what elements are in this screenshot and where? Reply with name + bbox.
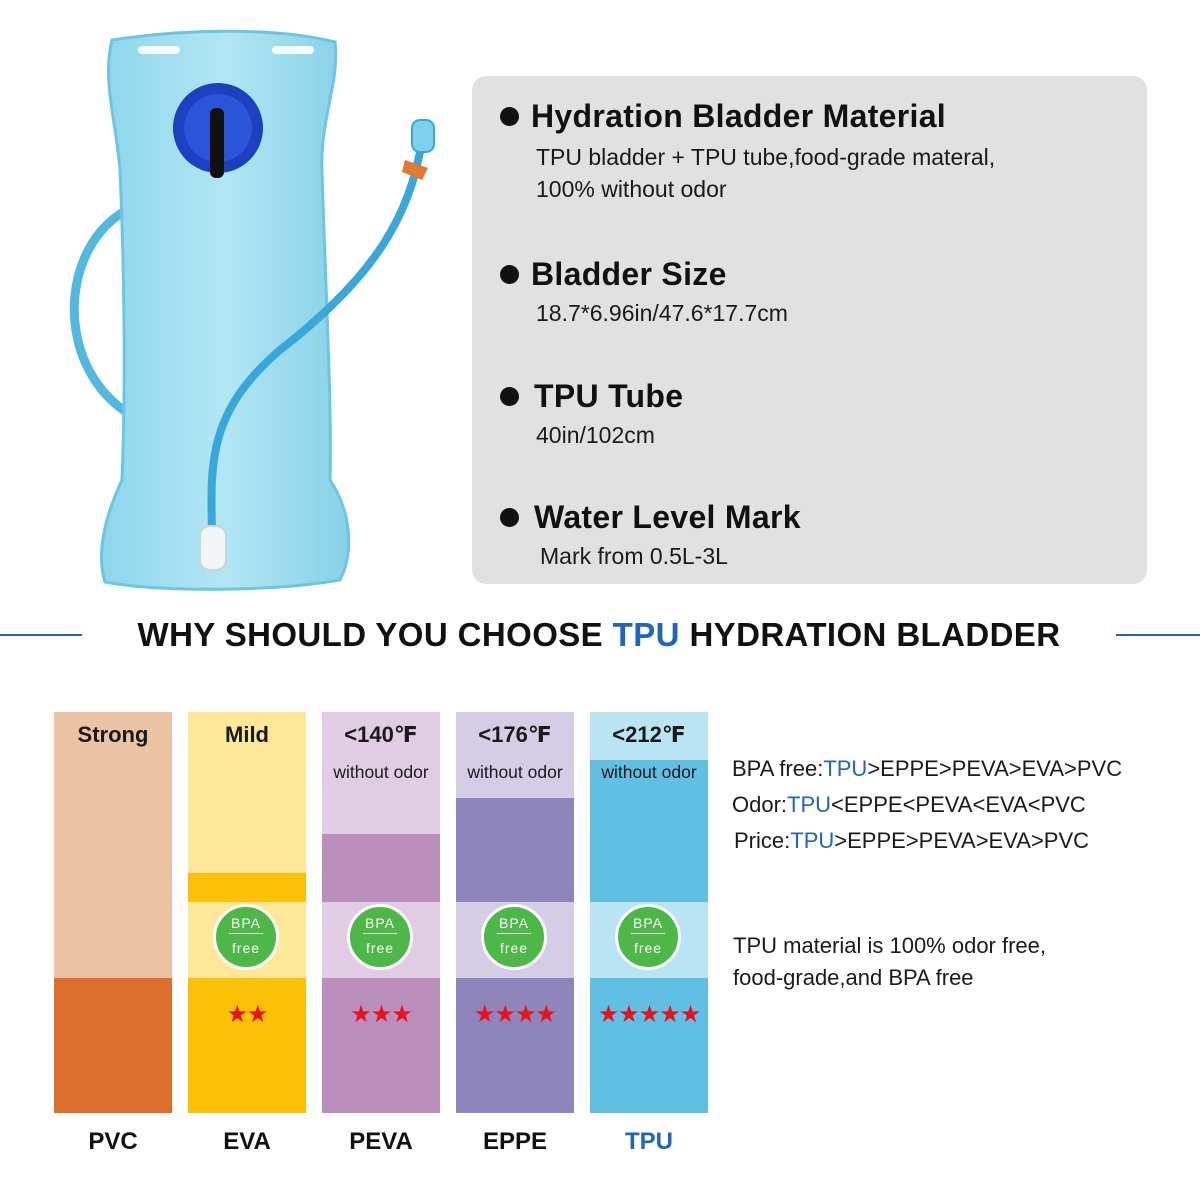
badge-line2: free [633,940,663,956]
comparison-price: Price:TPU>EPPE>PEVA>EVA>PVC [734,828,1089,854]
material-bar-tpu: <212℉ without odor BPA free ★★★★★ [590,712,708,1113]
heading-highlight: TPU [612,616,680,653]
spec-desc: Mark from 0.5L-3L [540,543,728,569]
comparison-bpa: BPA free:TPU>EPPE>PEVA>EVA>PVC [732,756,1122,782]
badge-line1: BPA [499,915,529,931]
bpa-free-badge: BPA free [213,904,279,970]
badge-line1: BPA [633,915,663,931]
bullet-icon [500,387,519,406]
comparison-highlight: TPU [823,756,868,781]
bullet-icon [500,265,519,284]
material-bar-eva: Mild BPA free ★★ [188,712,306,1113]
spec-material: Hydration Bladder Material TPU bladder +… [500,98,995,205]
bar-name-eva: EVA [223,1128,271,1155]
heading-rule-left [0,634,82,636]
material-bar-pvc: Strong [54,712,172,1113]
comparison-label: BPA free: [732,756,824,781]
rating-stars: ★★★★★ [597,1001,702,1028]
bar-top-label: <140℉ [344,722,418,747]
spec-title: Bladder Size [531,256,727,292]
spec-title: TPU Tube [534,378,684,414]
badge-line2: free [231,940,261,956]
section-heading: WHY SHOULD YOU CHOOSE TPU HYDRATION BLAD… [82,616,1116,654]
badge-line1: BPA [365,915,395,931]
bpa-free-badge: BPA free [615,904,681,970]
spec-desc: TPU bladder + TPU tube,food-grade matera… [536,144,996,170]
comparison-label: Odor: [732,792,788,817]
badge-line1: BPA [231,915,261,931]
spec-desc: 40in/102cm [536,422,655,448]
heading-text-after: HYDRATION BLADDER [679,616,1061,653]
heading-rule-right [1116,634,1200,636]
rating-stars: ★★ [226,1001,268,1028]
spec-title: Water Level Mark [534,499,801,535]
hydration-bladder-image [50,20,450,600]
comparison-rest: <EPPE<PEVA<EVA<PVC [831,792,1086,817]
spec-desc: 18.7*6.96in/47.6*17.7cm [536,300,788,326]
bar-name-eppe: EPPE [482,1128,548,1155]
spec-desc: 100% without odor [536,176,727,202]
bar-sub-label: without odor [333,762,429,782]
material-bar-eppe: <176℉ without odor BPA free ★★★★ [456,712,574,1113]
rating-stars: ★★★ [350,1001,413,1028]
bar-name-peva: PEVA [349,1128,413,1155]
badge-line2: free [499,940,529,956]
comparison-highlight: TPU [790,828,835,853]
spec-size: Bladder Size 18.7*6.96in/47.6*17.7cm [500,256,788,329]
comparison-rest: >EPPE>PEVA>EVA>PVC [867,756,1123,781]
bullet-icon [500,508,519,527]
spec-tube: TPU Tube 40in/102cm [500,378,683,451]
bar-sub-label: without odor [467,762,563,782]
rating-stars: ★★★★ [473,1001,557,1028]
material-bar-peva: <140℉ without odor BPA free ★★★ [322,712,440,1113]
badge-line2: free [365,940,395,956]
comparison-highlight: TPU [787,792,832,817]
comparison-rest: >EPPE>PEVA>EVA>PVC [834,828,1090,853]
bar-name-tpu: TPU [625,1128,673,1155]
bar-top-label: Mild [225,722,269,747]
bar-name-pvc: PVC [88,1128,138,1155]
heading-text-before: WHY SHOULD YOU CHOOSE [137,616,613,653]
spec-water-level: Water Level Mark Mark from 0.5L-3L [500,499,801,572]
bar-top-label: Strong [77,722,149,747]
spec-card: Hydration Bladder Material TPU bladder +… [472,76,1147,584]
spec-title: Hydration Bladder Material [531,98,947,134]
comparison-label: Price: [734,828,791,853]
summary-line: TPU material is 100% odor free, [733,933,1047,958]
tpu-summary: TPU material is 100% odor free, food-gra… [733,930,1046,994]
bullet-icon [500,107,519,126]
comparison-odor: Odor:TPU<EPPE<PEVA<EVA<PVC [732,792,1086,818]
summary-line: food-grade,and BPA free [733,965,974,990]
bar-sub-label: without odor [601,762,697,782]
bpa-free-badge: BPA free [347,904,413,970]
bar-top-label: <176℉ [478,722,552,747]
bar-top-label: <212℉ [612,722,686,747]
bpa-free-badge: BPA free [481,904,547,970]
